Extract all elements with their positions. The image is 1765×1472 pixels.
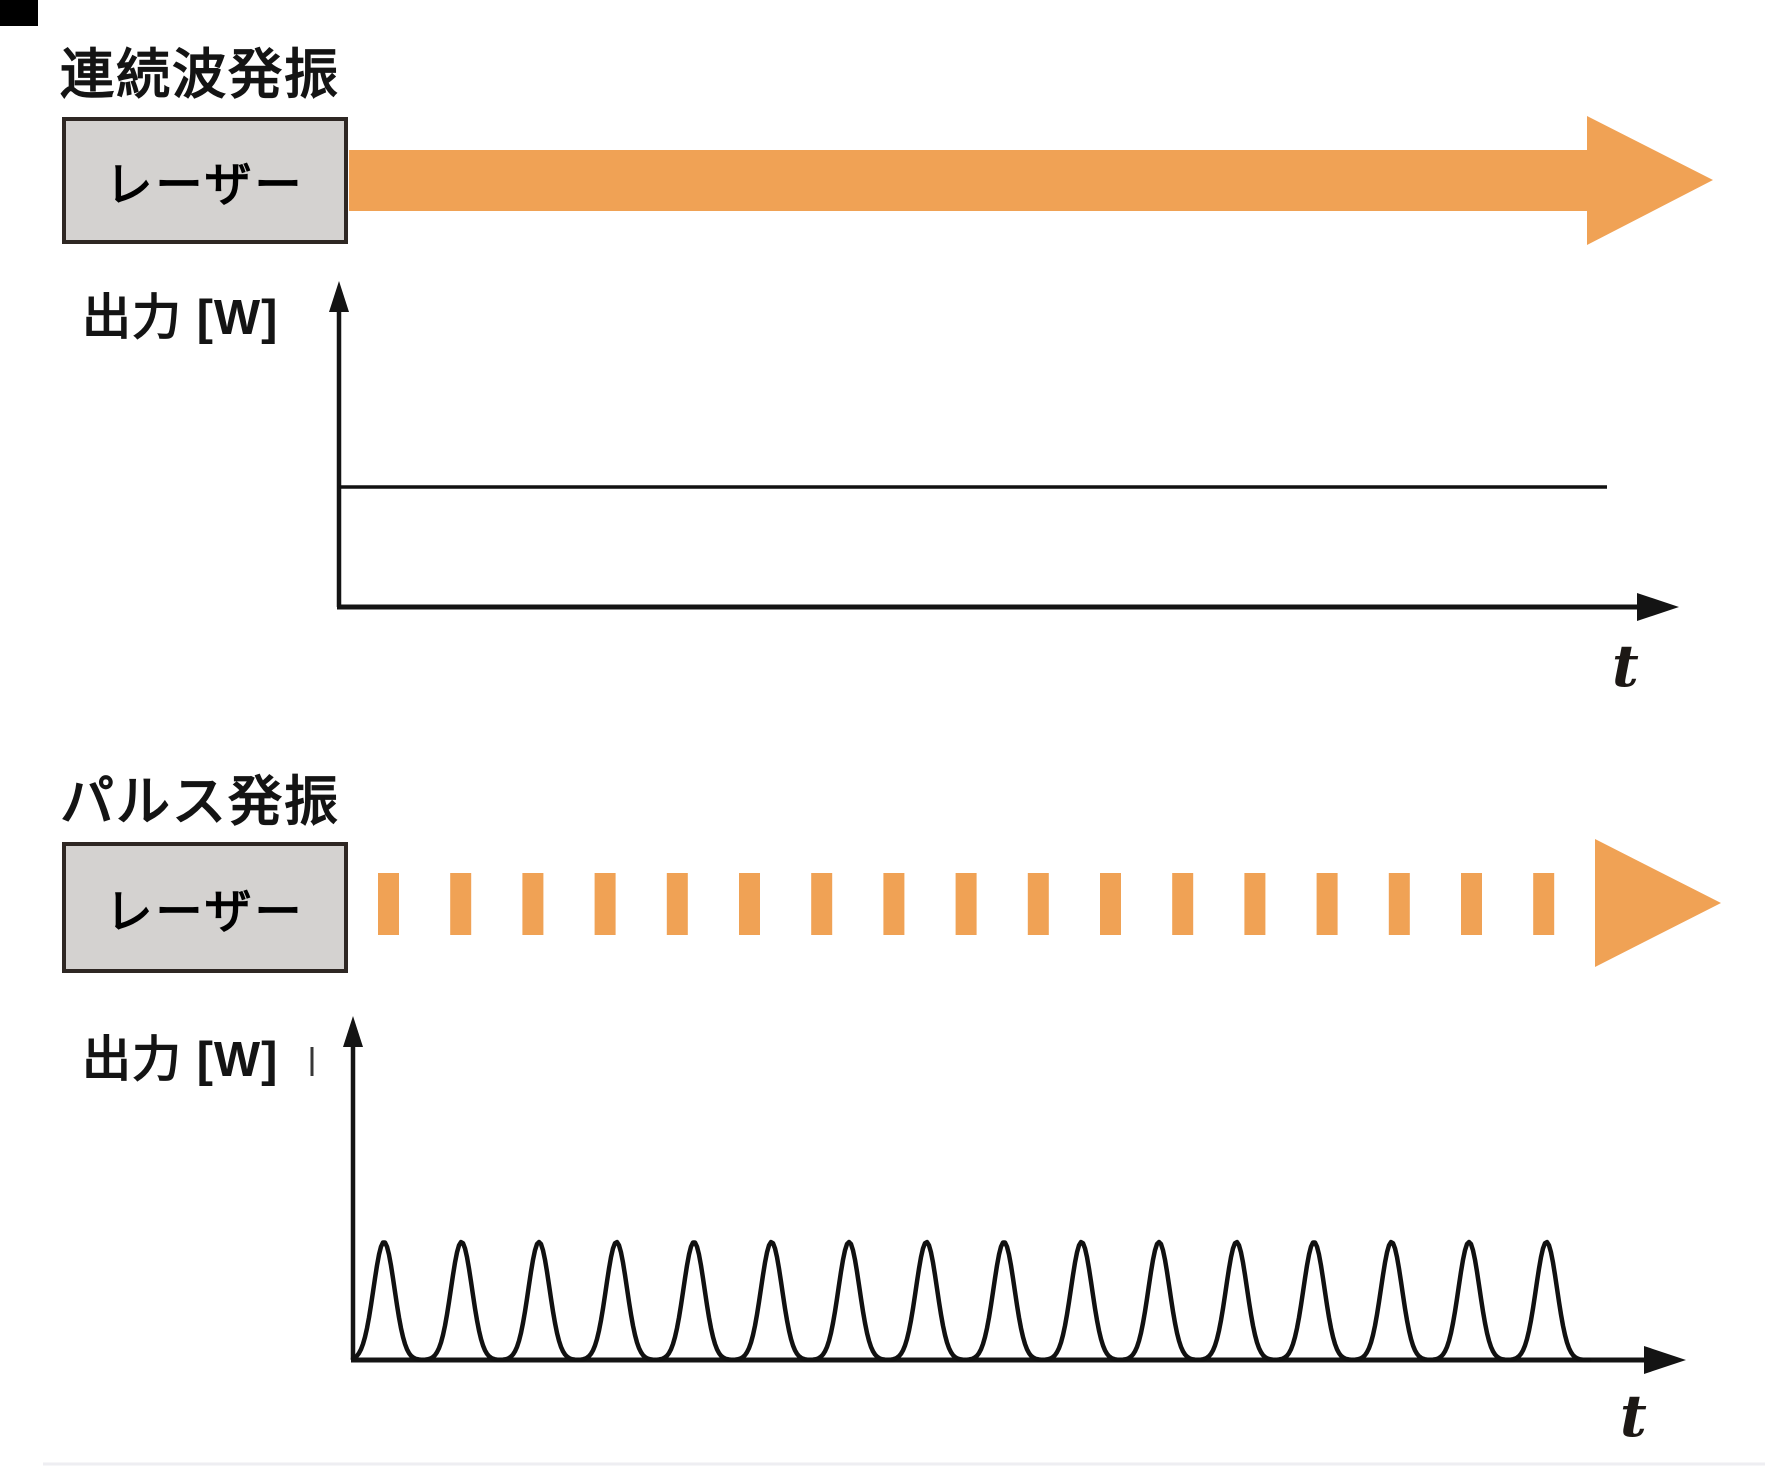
pulse-y-axis-label: 出力 [W] xyxy=(82,1033,279,1087)
cw-x-axis-arrowhead-icon xyxy=(1637,593,1679,621)
pulsed-beam-dash xyxy=(1100,873,1121,935)
pulsed-beam-dash xyxy=(1461,873,1482,935)
pulsed-beam-dash xyxy=(450,873,472,935)
pulse-x-axis-label: t xyxy=(1620,1382,1647,1450)
pulsed-beam-dash xyxy=(1388,873,1410,935)
pulse-y-axis-arrowhead-icon xyxy=(343,1016,363,1047)
pulsed-beam-dash xyxy=(1172,873,1194,935)
cw-laser-box-label: レーザー xyxy=(105,158,305,211)
pulsed-beam-dash xyxy=(522,873,544,935)
pulsed-beam-dash xyxy=(739,873,760,935)
pulse-train-output-curve xyxy=(350,1239,1592,1363)
pulse-section-title: パルス発振 xyxy=(60,772,340,832)
pulsed-beam-dash xyxy=(594,873,616,935)
cw-graph-axes xyxy=(329,281,1679,621)
pulsed-beam-arrowhead xyxy=(1595,839,1721,967)
continuous-beam-shaft xyxy=(349,150,1589,211)
pulsed-beam-dash xyxy=(883,873,905,935)
pulse-graph-axes xyxy=(310,1016,1686,1374)
cw-y-axis-label: 出力 [W] xyxy=(82,291,279,345)
pulse-x-axis-arrowhead-icon xyxy=(1644,1346,1686,1374)
pulsed-beam-dash xyxy=(1027,873,1049,935)
pulse-laser-box: レーザー xyxy=(62,842,348,973)
pulsed-beam-dash xyxy=(666,873,688,935)
cw-section-title: 連続波発振 xyxy=(60,45,340,105)
pulsed-beam-dash xyxy=(955,873,977,935)
pulsed-beam-dash xyxy=(1244,873,1266,935)
corner-artifact xyxy=(0,0,38,26)
continuous-beam-arrowhead xyxy=(1587,116,1713,245)
pulse-laser-box-label: レーザー xyxy=(105,885,305,938)
pulsed-beam-dash xyxy=(1533,873,1555,935)
pulsed-beam-dash xyxy=(378,873,399,935)
cw-x-axis-label: t xyxy=(1612,632,1639,700)
continuous-beam-arrow-icon xyxy=(349,116,1713,245)
cw-y-axis-arrowhead-icon xyxy=(329,281,349,312)
pulsed-beam-arrow-icon xyxy=(378,873,1555,935)
pulsed-beam-dash xyxy=(1316,873,1338,935)
pulsed-beam-dash xyxy=(811,873,833,935)
cw-laser-box: レーザー xyxy=(62,117,348,244)
